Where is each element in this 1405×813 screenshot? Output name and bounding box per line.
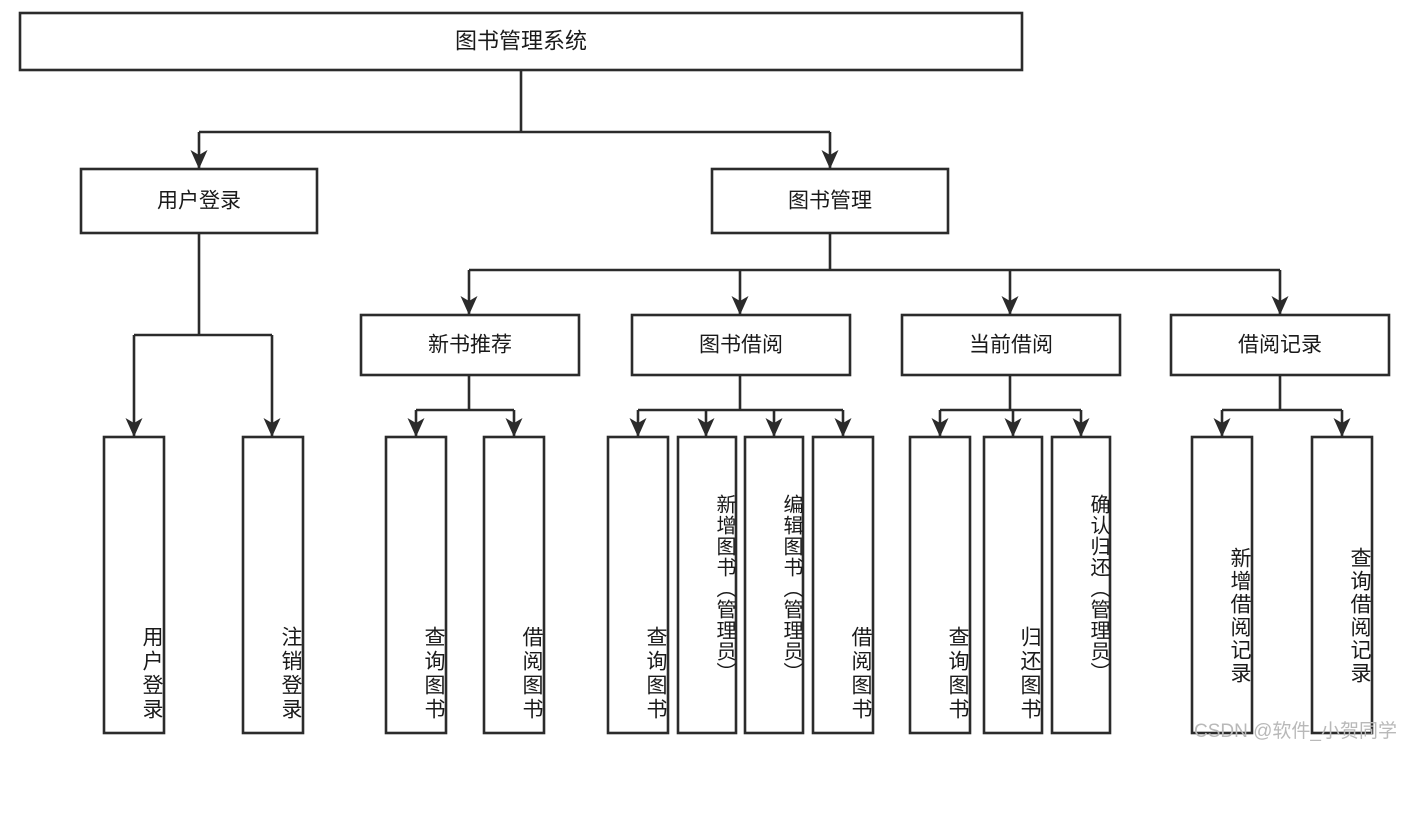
node-box-leaf-borrow-book-1[interactable] <box>482 435 546 735</box>
flowchart-canvas: 图书管理系统用户登录图书管理新书推荐图书借阅当前借阅借阅记录 用户登录注销登录查… <box>18 11 1397 742</box>
node-box-user-login[interactable] <box>79 167 319 235</box>
node-box-layer <box>18 11 1391 735</box>
node-box-current-borrow[interactable] <box>900 313 1122 377</box>
arrow-head-icon <box>125 418 143 437</box>
arrow-head-icon <box>1072 418 1090 437</box>
arrow-head-icon <box>460 296 478 315</box>
node-box-leaf-edit-book-admin[interactable] <box>743 435 805 735</box>
arrow-head-icon <box>697 418 715 437</box>
arrow-head-icon <box>1213 418 1231 437</box>
arrow-head-icon <box>505 418 523 437</box>
node-label-root: 图书管理系统 <box>455 28 587 53</box>
csdn-watermark: CSDN @软件_小贺同学 <box>1194 721 1397 742</box>
arrow-head-icon <box>765 418 783 437</box>
node-label-user-login: 用户登录 <box>157 190 241 213</box>
node-label-new-book-recommend: 新书推荐 <box>428 334 512 357</box>
node-box-book-borrow[interactable] <box>630 313 852 377</box>
arrow-head-icon <box>1271 296 1289 315</box>
node-box-leaf-add-borrow-record[interactable] <box>1190 435 1254 735</box>
node-box-leaf-user-login[interactable] <box>102 435 166 735</box>
arrow-head-icon <box>821 150 839 169</box>
arrow-head-icon <box>931 418 949 437</box>
node-box-leaf-borrow-book-2[interactable] <box>811 435 875 735</box>
arrow-head-icon <box>1333 418 1351 437</box>
node-box-leaf-add-book-admin[interactable] <box>676 435 738 735</box>
connector-layer <box>125 70 1351 437</box>
node-box-new-book-recommend[interactable] <box>359 313 581 377</box>
arrow-head-icon <box>629 418 647 437</box>
arrow-head-icon <box>1004 418 1022 437</box>
node-label-book-borrow: 图书借阅 <box>699 334 783 357</box>
arrow-head-icon <box>263 418 281 437</box>
arrow-head-icon <box>407 418 425 437</box>
node-box-leaf-confirm-return[interactable] <box>1050 435 1112 735</box>
node-box-leaf-return-book[interactable] <box>982 435 1044 735</box>
node-box-leaf-query-book-1[interactable] <box>384 435 448 735</box>
node-box-leaf-logout-login[interactable] <box>241 435 305 735</box>
arrow-head-icon <box>190 150 208 169</box>
node-box-leaf-query-book-3[interactable] <box>908 435 972 735</box>
arrow-head-icon <box>731 296 749 315</box>
arrow-head-icon <box>1001 296 1019 315</box>
node-label-current-borrow: 当前借阅 <box>969 334 1053 357</box>
node-box-borrow-record[interactable] <box>1169 313 1391 377</box>
node-box-root[interactable] <box>18 11 1024 72</box>
node-label-borrow-record: 借阅记录 <box>1238 334 1322 357</box>
node-box-leaf-query-borrow-record[interactable] <box>1310 435 1374 735</box>
node-label-book-manage: 图书管理 <box>788 190 872 213</box>
node-box-leaf-query-book-2[interactable] <box>606 435 670 735</box>
arrow-head-icon <box>834 418 852 437</box>
node-box-book-manage[interactable] <box>710 167 950 235</box>
